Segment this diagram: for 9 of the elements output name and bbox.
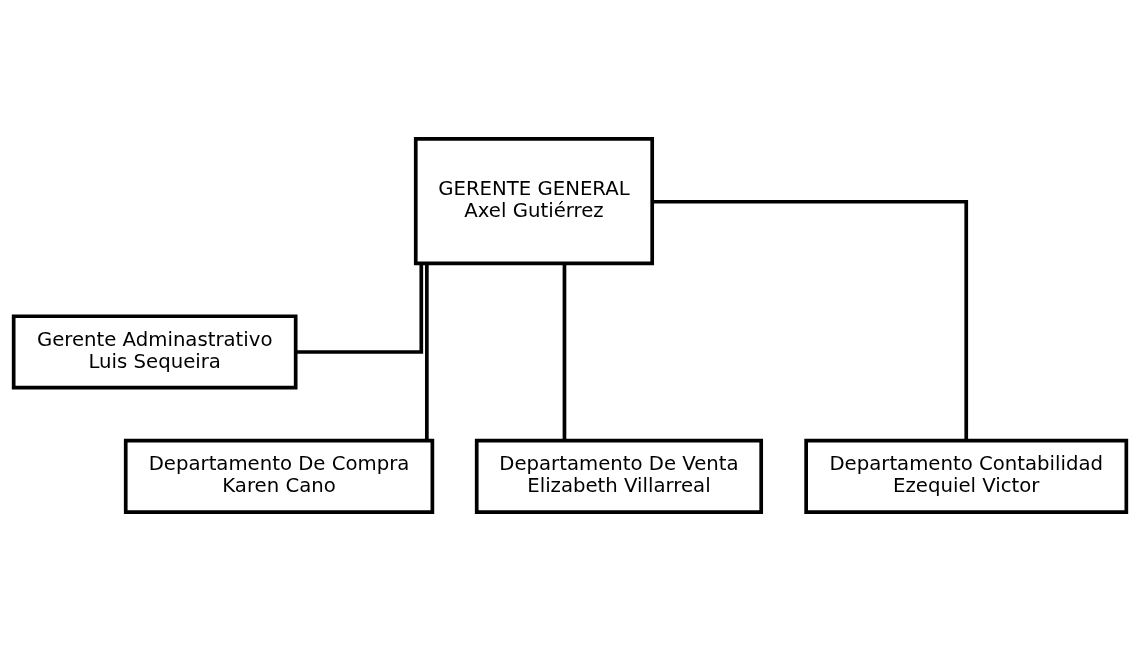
node-box: Gerente Adminastrativo Luis Sequeira [11,313,298,390]
connector [562,263,567,440]
connector [652,199,969,440]
connector [295,262,424,354]
node-box: Departamento De Venta Elizabeth Villarreal [474,438,764,514]
node-box: Departamento De Compra Karen Cano [123,438,435,514]
node-box: Departamento Contabilidad Ezequiel Victor [804,438,1129,514]
node-box: GERENTE GENERAL Axel Gutiérrez [413,136,655,265]
connector [425,263,429,440]
